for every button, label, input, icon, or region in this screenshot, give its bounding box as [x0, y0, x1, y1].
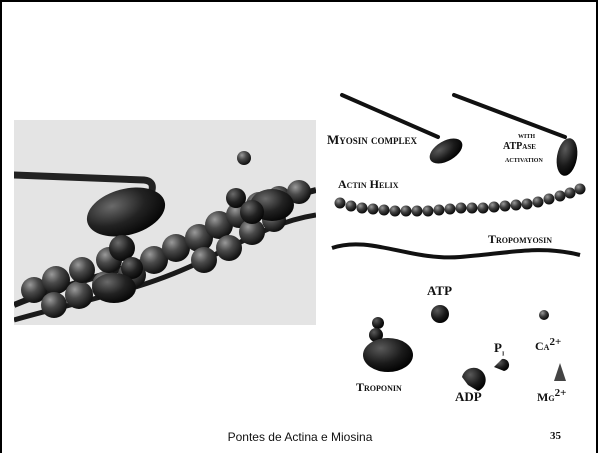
label-mg: Mg2+ — [537, 387, 566, 405]
slide-footer-title: Pontes de Actina e Miosina — [0, 430, 600, 444]
label-activation: activation — [505, 154, 543, 164]
myosin-complex-rod — [342, 95, 438, 137]
myosin-complex-head — [425, 133, 466, 168]
label-ca: Ca2+ — [535, 336, 561, 354]
actin-myosin-render — [14, 120, 316, 325]
activated-myosin-head — [554, 137, 580, 178]
label-pi: Pi — [494, 340, 504, 358]
label-atp: ATP — [427, 283, 452, 299]
label-myosin-complex: Myosin complex — [327, 132, 417, 148]
atp-molecule — [431, 305, 449, 323]
troponin-molecule — [363, 317, 413, 372]
activated-myosin-rod — [454, 95, 565, 137]
slide-number: 35 — [550, 430, 561, 442]
label-atpase: ATPase — [503, 141, 536, 152]
label-adp: ADP — [455, 389, 482, 405]
label-actin-helix: Actin Helix — [338, 177, 399, 192]
mg-ion — [554, 363, 566, 381]
label-with: with — [518, 130, 535, 140]
ca-ion — [539, 310, 549, 320]
pi-molecule — [494, 359, 509, 371]
adp-molecule — [462, 368, 486, 391]
label-troponin: Troponin — [356, 380, 402, 395]
label-tropomyosin: Tropomyosin — [488, 232, 552, 247]
